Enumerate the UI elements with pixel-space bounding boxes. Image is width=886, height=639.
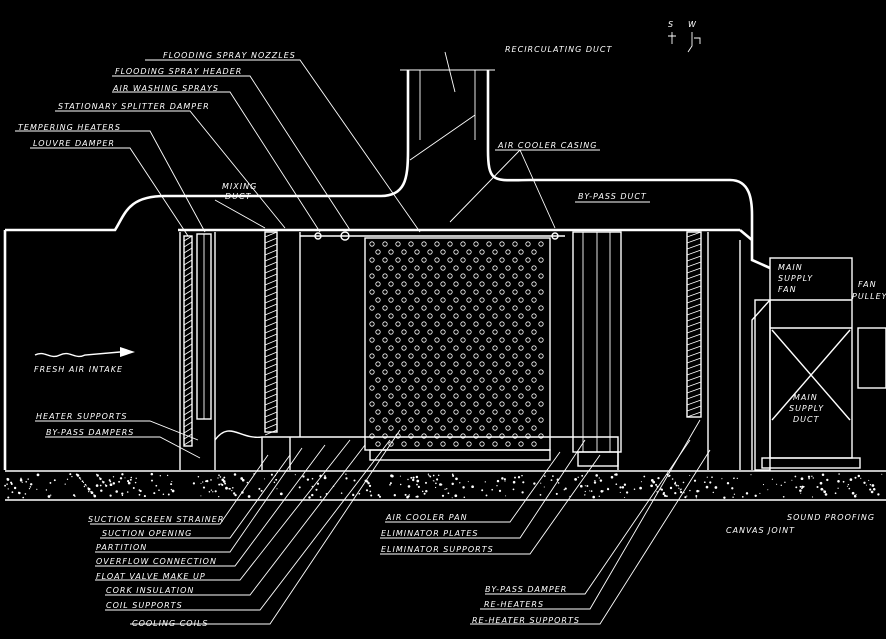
re-heaters [686,231,702,418]
label-sound-proofing: SOUND PROOFING [787,513,875,522]
leader-lines [15,59,711,625]
label-mixing-duct-1: MIXING [222,182,257,191]
label-fresh-air-intake: FRESH AIR INTAKE [34,365,123,374]
label-stationary-splitter-damper: STATIONARY SPLITTER DAMPER [58,102,210,111]
tempering-heaters [196,233,212,420]
label-cooling-coils: COOLING COILS [132,619,209,628]
stationary-splitter-damper [264,231,301,437]
label-mixing-duct-2: DUCT [225,192,252,201]
main-supply-fan [754,257,886,471]
compass-s: S [668,20,674,29]
duct-casing [3,70,771,470]
label-eliminator-plates: ELIMINATOR PLATES [381,529,478,538]
label-by-pass-damper: BY-PASS DAMPER [485,585,567,594]
label-flooding-spray-header: FLOODING SPRAY HEADER [115,67,242,76]
label-main-supply-fan-2: SUPPLY [778,274,813,283]
label-re-heaters: RE-HEATERS [484,600,544,609]
cooling-coils [364,237,551,461]
label-re-heater-supports: RE-HEATER SUPPORTS [472,616,580,625]
label-recirculating-duct: RECIRCULATING DUCT [505,45,612,54]
label-by-pass-dampers: BY-PASS DAMPERS [46,428,134,437]
fresh-air-arrow [34,347,135,358]
label-suction-opening: SUCTION OPENING [102,529,192,538]
label-air-cooler-pan: AIR COOLER PAN [385,513,468,522]
label-suction-screen-strainer: SUCTION SCREEN STRAINER [88,515,224,524]
label-cork-insulation: CORK INSULATION [106,586,194,595]
label-partition: PARTITION [96,543,147,552]
label-overflow-connection: OVERFLOW CONNECTION [96,557,217,566]
compass-w: W [688,20,697,29]
label-air-cooler-casing: AIR COOLER CASING [497,141,597,150]
louvre-damper [183,235,193,447]
spray-header [300,231,565,241]
labels: RECIRCULATING DUCT FLOODING SPRAY NOZZLE… [18,45,886,628]
label-float-valve-make-up: FLOAT VALVE MAKE UP [96,572,206,581]
compass-rose: S W [668,20,701,53]
label-fan-pulley-2: PULLEY [852,292,886,301]
label-main-supply-fan-1: MAIN [778,263,803,272]
label-main-supply-fan-3: FAN [778,285,797,294]
label-heater-supports: HEATER SUPPORTS [36,412,127,421]
label-main-supply-duct-3: DUCT [793,415,820,424]
label-fan-pulley-1: FAN [858,280,877,289]
label-flooding-spray-nozzles: FLOODING SPRAY NOZZLES [163,51,296,60]
label-main-supply-duct-2: SUPPLY [789,404,824,413]
label-main-supply-duct-1: MAIN [793,393,818,402]
label-air-washing-sprays: AIR WASHING SPRAYS [112,84,219,93]
eliminator-plates [572,231,622,467]
recirculating-damper [400,51,495,161]
label-by-pass-duct: BY-PASS DUCT [578,192,647,201]
floor-slab [4,470,886,501]
label-eliminator-supports: ELIMINATOR SUPPORTS [381,545,494,554]
label-tempering-heaters: TEMPERING HEATERS [18,123,121,132]
label-coil-supports: COIL SUPPORTS [106,601,183,610]
label-canvas-joint: CANVAS JOINT [726,526,795,535]
label-louvre-damper: LOUVRE DAMPER [33,139,115,148]
